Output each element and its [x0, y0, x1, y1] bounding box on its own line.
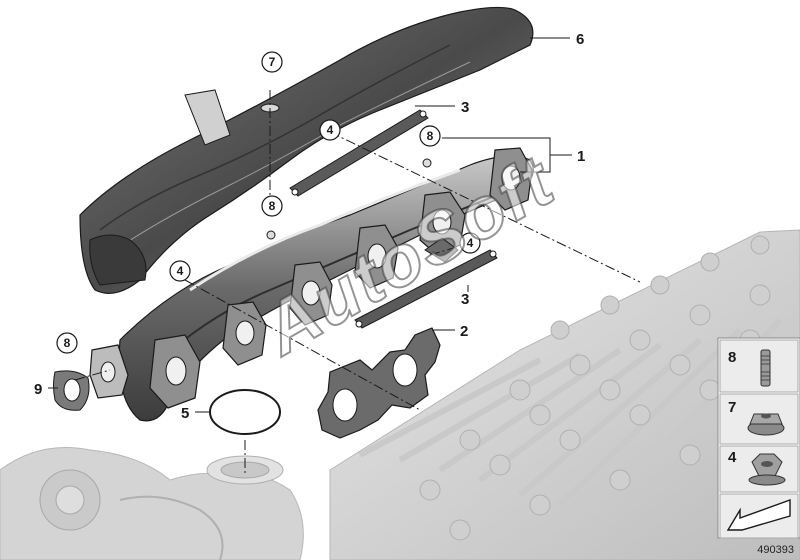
fastener-legend: 8 7 4: [717, 337, 800, 539]
svg-text:7: 7: [269, 55, 276, 69]
sealing-ring: [209, 389, 281, 435]
leader-lines: [48, 37, 572, 413]
svg-text:4: 4: [177, 264, 184, 278]
collar-nut-icon: [747, 413, 785, 436]
callout-6: 6: [576, 31, 584, 48]
stud-bolt-icon: [760, 349, 771, 387]
callout-2: 2: [460, 323, 468, 340]
diagram-id: 490393: [757, 544, 794, 556]
circled-callout-8-mid: 8: [261, 195, 283, 217]
svg-text:8: 8: [427, 129, 434, 143]
callout-1: 1: [577, 148, 585, 165]
circled-callout-4-top: 4: [319, 119, 341, 141]
callout-9: 9: [34, 381, 42, 398]
heat-shield: [79, 6, 534, 294]
exhaust-manifold: [89, 147, 534, 422]
callout-3-upper: 3: [461, 99, 469, 116]
circled-callout-7: 7: [261, 51, 283, 73]
legend-number-8: 8: [728, 349, 736, 366]
legend-number-4: 4: [728, 449, 737, 466]
svg-text:8: 8: [269, 199, 276, 213]
svg-text:4: 4: [467, 236, 474, 250]
flange-gasket: [53, 370, 90, 411]
manifold-gasket: [317, 327, 441, 439]
circled-callout-8-left: 8: [56, 332, 78, 354]
circled-callout-4-left: 4: [169, 260, 191, 282]
legend-number-7: 7: [728, 399, 736, 416]
turbocharger: [0, 447, 304, 560]
circled-callout-8-top: 8: [419, 125, 441, 147]
svg-text:4: 4: [327, 123, 334, 137]
svg-text:8: 8: [64, 336, 71, 350]
arrow-outline-icon: [726, 499, 791, 531]
cylinder-head: [329, 229, 800, 560]
callout-3-lower: 3: [461, 291, 469, 308]
callout-5: 5: [181, 405, 189, 422]
support-strap-upper: [289, 109, 429, 197]
hex-nut-icon: [748, 453, 786, 486]
support-strap-lower: [354, 249, 498, 329]
circled-callout-4-right: 4: [459, 232, 481, 254]
